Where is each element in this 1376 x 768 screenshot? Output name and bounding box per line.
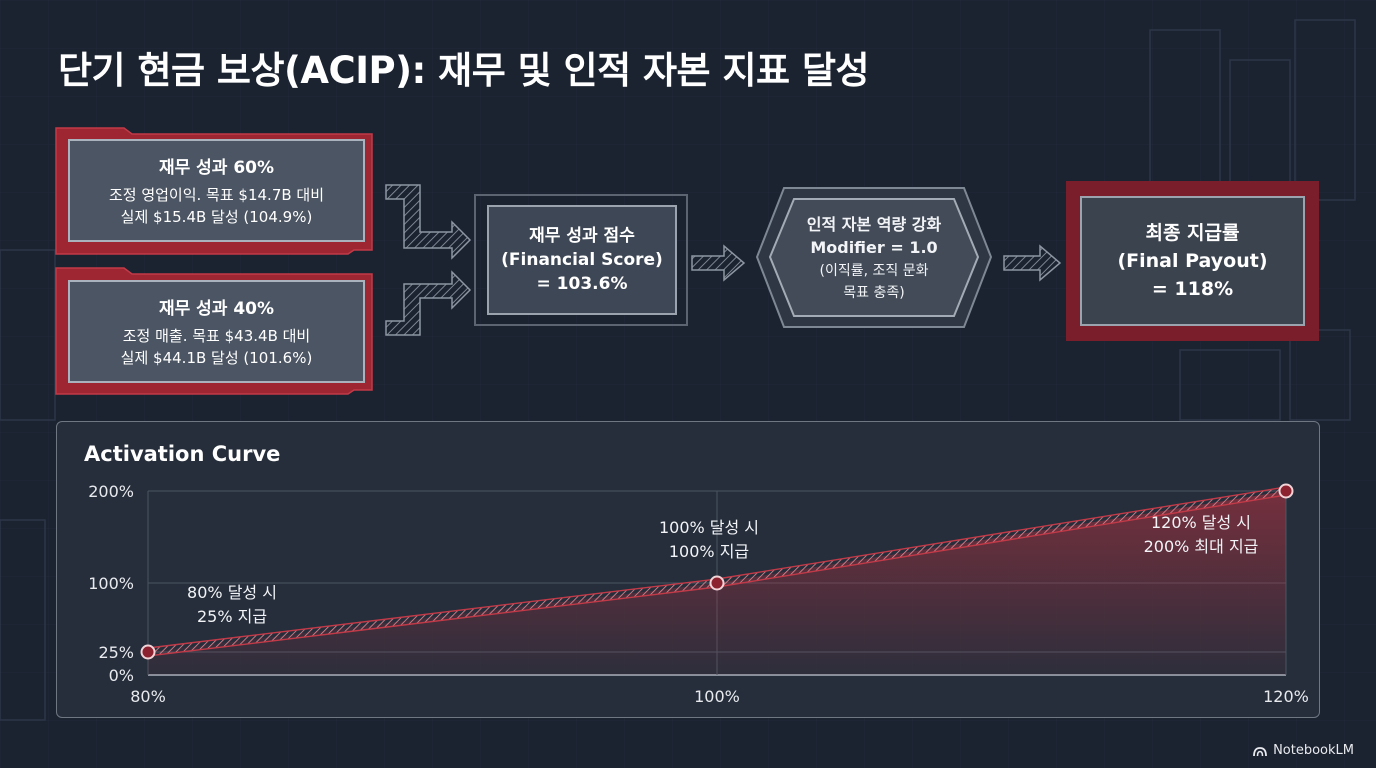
final-payout-line1: 최종 지급률 (1145, 222, 1240, 244)
modifier-line1: 인적 자본 역량 강화 (806, 214, 942, 234)
arrow-financial-40-to-score (385, 270, 472, 336)
final-payout-box: 최종 지급률 (Final Payout) = 118% (1080, 196, 1305, 326)
financial-score-line1: 재무 성과 점수 (529, 226, 635, 246)
notebooklm-logo-icon (1253, 746, 1267, 756)
arrow-financial-60-to-score (385, 184, 472, 260)
brand-text: NotebookLM (1273, 743, 1354, 758)
chart-title: Activation Curve (84, 442, 281, 466)
financial-60-box: 재무 성과 60% 조정 영업이익. 목표 $14.7B 대비 실제 $15.4… (68, 139, 365, 242)
modifier-line4: 목표 충족) (843, 284, 905, 301)
financial-score-line3: = 103.6% (536, 274, 628, 294)
financial-score-box: 재무 성과 점수 (Financial Score) = 103.6% (487, 205, 677, 315)
modifier-box: 인적 자본 역량 강화 Modifier = 1.0 (이직률, 조직 문화 목… (754, 185, 994, 330)
arrow-score-to-modifier (691, 244, 746, 282)
financial-60-line1: 조정 영업이익. 목표 $14.7B 대비 (108, 186, 325, 204)
financial-60-heading: 재무 성과 60% (158, 158, 275, 178)
financial-40-box: 재무 성과 40% 조정 매출. 목표 $43.4B 대비 실제 $44.1B … (68, 280, 365, 383)
arrow-modifier-to-payout (1003, 244, 1062, 282)
modifier-line2: Modifier = 1.0 (810, 237, 938, 257)
financial-60-line2: 실제 $15.4B 달성 (104.9%) (120, 208, 313, 226)
financial-40-line2: 실제 $44.1B 달성 (101.6%) (120, 349, 313, 367)
financial-40-heading: 재무 성과 40% (158, 299, 275, 319)
modifier-hexagon (755, 187, 993, 328)
final-payout-line2: (Final Payout) (1117, 250, 1268, 272)
financial-40-line1: 조정 매출. 목표 $43.4B 대비 (122, 327, 311, 345)
page-title: 단기 현금 보상(ACIP): 재무 및 인적 자본 지표 달성 (58, 49, 870, 92)
modifier-line3: (이직률, 조직 문화 (819, 262, 929, 279)
score-outer-frame (474, 194, 688, 326)
brand-label: NotebookLM (1252, 743, 1354, 758)
final-payout-line3: = 118% (1151, 278, 1234, 300)
financial-score-line2: (Financial Score) (501, 250, 663, 270)
